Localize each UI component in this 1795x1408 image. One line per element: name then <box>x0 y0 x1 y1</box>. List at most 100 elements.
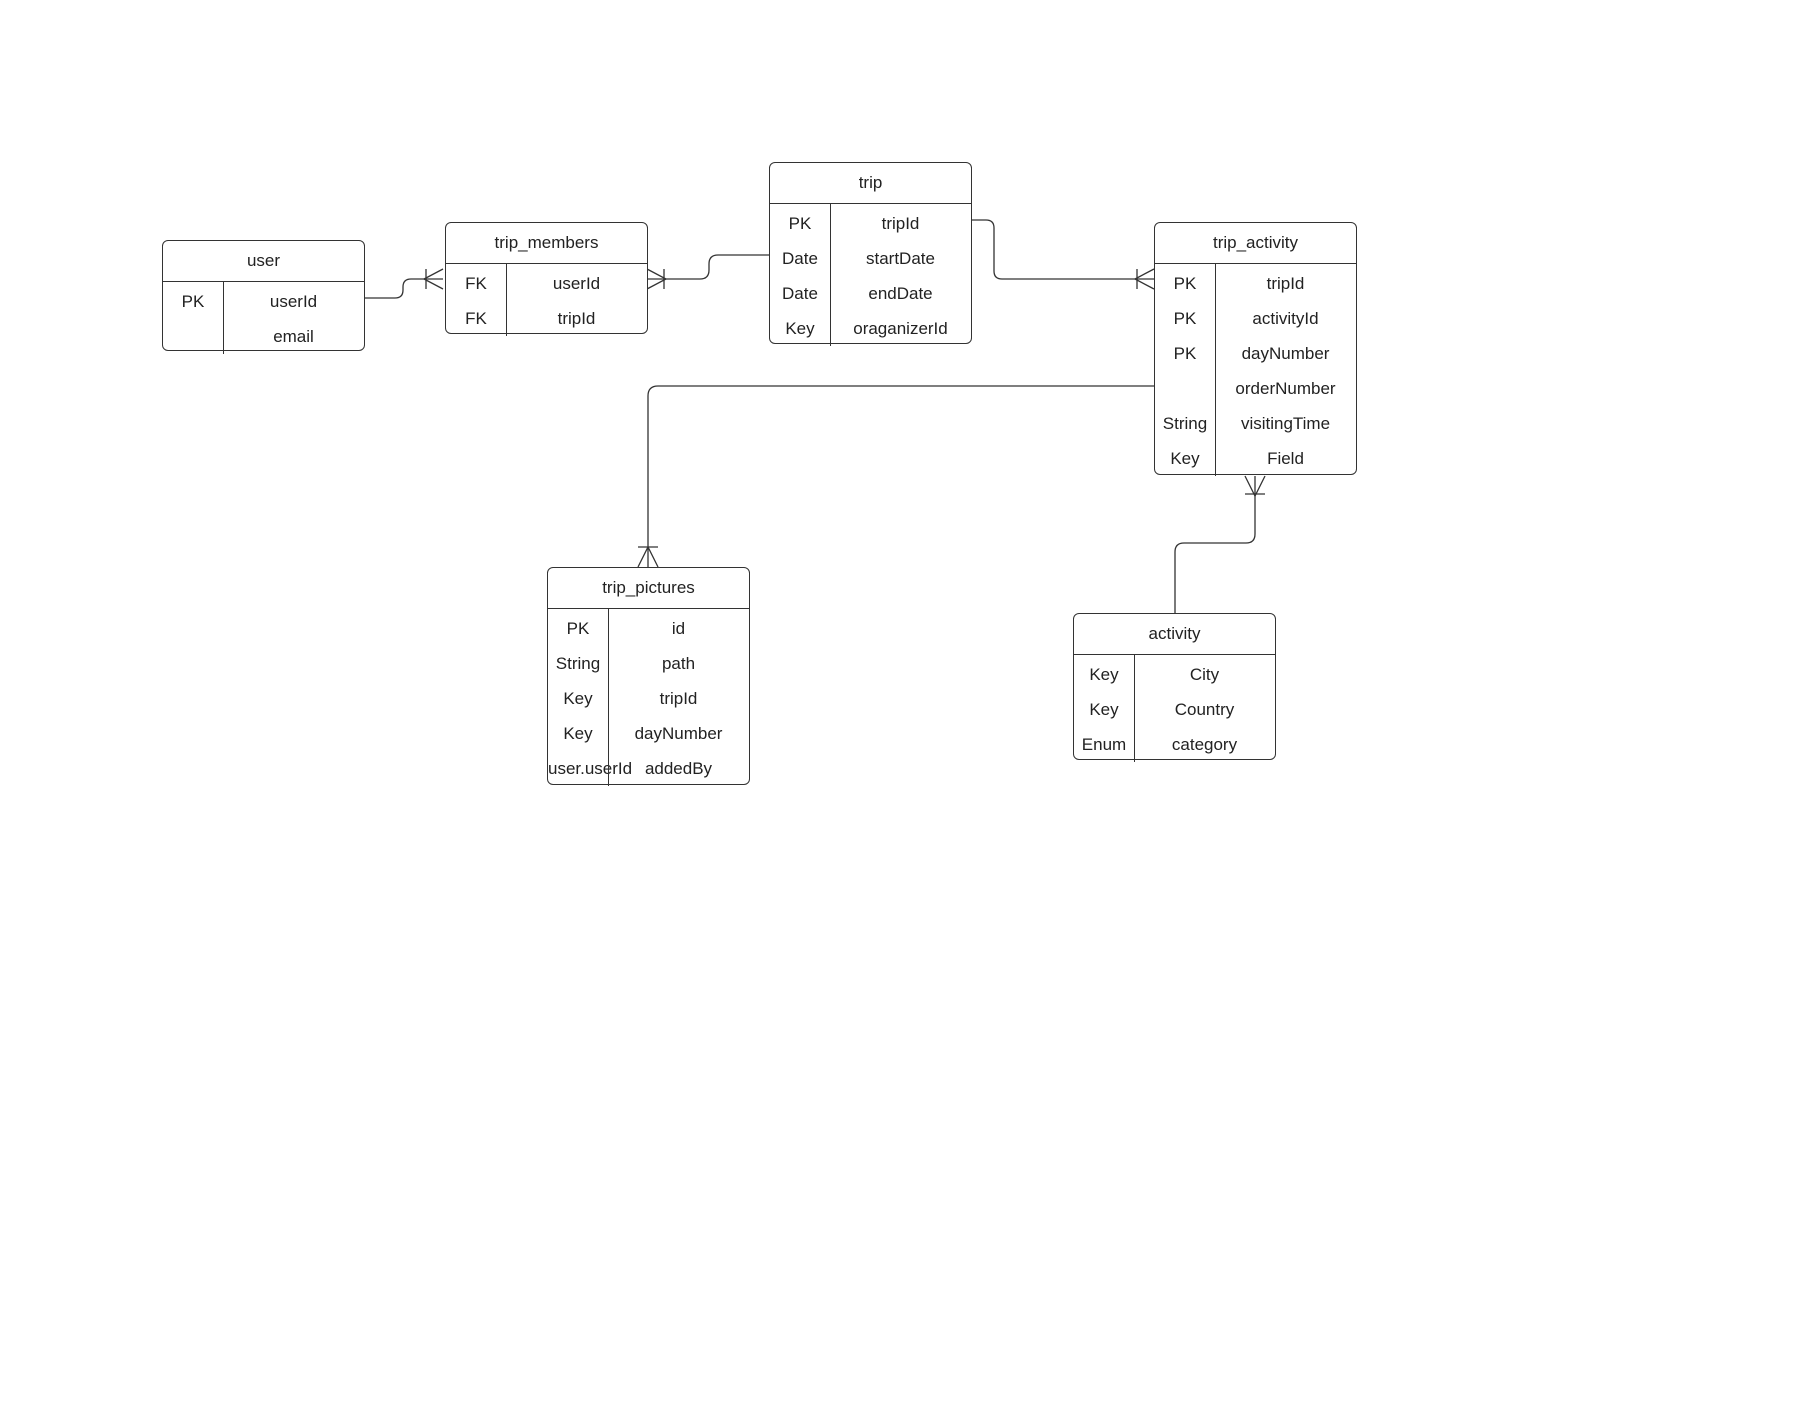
field-row: Key dayNumber <box>548 716 749 751</box>
field-key-type: String <box>555 654 601 673</box>
connector-trip-activity-trip-pictures <box>647 385 1154 567</box>
field-key-type <box>1155 371 1215 406</box>
field-name: Field <box>1267 449 1304 468</box>
field-key-type: Key <box>1089 665 1119 684</box>
entity-fields: PK userId email <box>163 282 364 354</box>
field-row: email <box>163 319 364 354</box>
entity-title: trip_members <box>446 223 647 264</box>
entity-title: trip_activity <box>1155 223 1356 264</box>
column-divider <box>1215 264 1216 476</box>
field-key-type: Date <box>782 249 818 268</box>
field-name: Country <box>1174 700 1235 719</box>
field-name: visitingTime <box>1240 414 1331 433</box>
connector-trip-trip-activity <box>972 219 1154 280</box>
field-key-type: FK <box>465 274 487 293</box>
field-row: FK tripId <box>446 301 647 336</box>
field-name: email <box>273 327 314 346</box>
field-row: Enum category <box>1074 727 1275 762</box>
crowfoot-trip-activity-trip <box>1133 268 1155 290</box>
crowfoot-trip-pictures-trip-activity <box>637 545 659 568</box>
field-row: user.userId addedBy <box>548 751 749 786</box>
column-divider <box>830 204 831 346</box>
field-row: Key oraganizerId <box>770 311 971 346</box>
field-row: PK dayNumber <box>1155 336 1356 371</box>
column-divider <box>223 282 224 354</box>
field-key-type: PK <box>1173 344 1197 363</box>
field-key-type: FK <box>465 309 487 328</box>
field-row: PK id <box>548 611 749 646</box>
entity-title: trip <box>770 163 971 204</box>
column-divider <box>608 609 609 786</box>
field-key-type: PK <box>566 619 590 638</box>
crowfoot-trip-members-trip <box>646 268 668 290</box>
connector-activity-trip-activity <box>1174 476 1256 613</box>
field-name: City <box>1189 665 1220 684</box>
field-row: PK userId <box>163 284 364 319</box>
field-row: FK userId <box>446 266 647 301</box>
field-name: dayNumber <box>1241 344 1330 363</box>
field-name: tripId <box>881 214 920 233</box>
connector-trip-members-trip <box>647 254 770 280</box>
field-name: category <box>1171 735 1238 754</box>
field-row: PK activityId <box>1155 301 1356 336</box>
field-key-type: PK <box>1173 309 1197 328</box>
field-key-type <box>163 319 223 354</box>
field-key-type: user.userId <box>548 759 633 778</box>
field-name: dayNumber <box>634 724 723 743</box>
field-name: userId <box>552 274 601 293</box>
field-name: startDate <box>866 249 935 268</box>
field-row: String visitingTime <box>1155 406 1356 441</box>
field-name: tripId <box>1266 274 1305 293</box>
field-row: Key Country <box>1074 692 1275 727</box>
field-key-type: PK <box>181 292 205 311</box>
field-row: PK tripId <box>1155 266 1356 301</box>
field-row: PK tripId <box>770 206 971 241</box>
field-name: oraganizerId <box>853 319 948 338</box>
field-name: endDate <box>868 284 933 303</box>
field-key-type: Key <box>563 724 593 743</box>
field-row: String path <box>548 646 749 681</box>
column-divider <box>1134 655 1135 762</box>
field-row: Date endDate <box>770 276 971 311</box>
field-row: Key City <box>1074 657 1275 692</box>
field-key-type: Key <box>1170 449 1200 468</box>
field-key-type: PK <box>1173 274 1197 293</box>
field-name: orderNumber <box>1235 379 1336 398</box>
entity-title: trip_pictures <box>548 568 749 609</box>
field-row: Key Field <box>1155 441 1356 476</box>
field-name: id <box>671 619 686 638</box>
crowfoot-trip-members-user <box>422 268 444 290</box>
connector-user-trip-members <box>364 278 443 299</box>
crowfoot-trip-activity-activity <box>1244 475 1266 498</box>
field-name: path <box>661 654 696 673</box>
entity-title: activity <box>1074 614 1275 655</box>
field-key-type: PK <box>788 214 812 233</box>
field-key-type: Key <box>1089 700 1119 719</box>
field-name: userId <box>269 292 318 311</box>
column-divider <box>506 264 507 336</box>
field-name: activityId <box>1252 309 1319 328</box>
entity-title: user <box>163 241 364 282</box>
field-row: Date startDate <box>770 241 971 276</box>
field-name: addedBy <box>644 759 713 778</box>
field-key-type: String <box>1162 414 1208 433</box>
field-name: tripId <box>557 309 596 328</box>
field-key-type: Date <box>782 284 818 303</box>
field-key-type: Key <box>785 319 815 338</box>
field-key-type: Key <box>563 689 593 708</box>
field-key-type: Enum <box>1081 735 1127 754</box>
field-row: orderNumber <box>1155 371 1356 406</box>
